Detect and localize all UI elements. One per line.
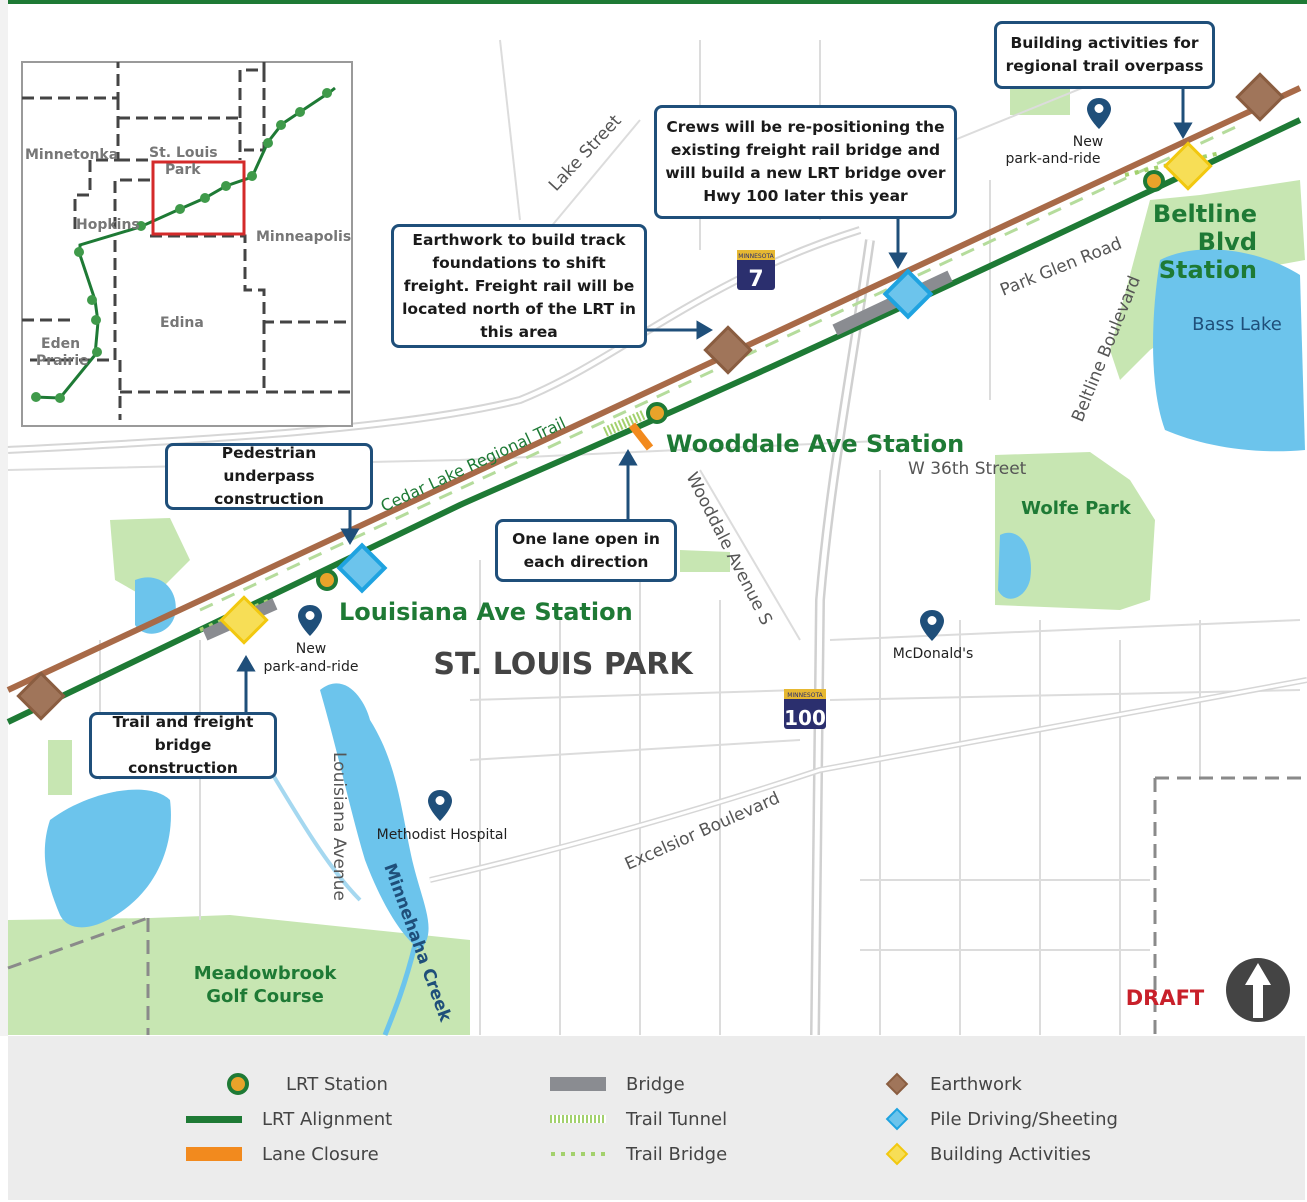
beltline-station-label-3: Station	[1159, 256, 1257, 284]
svg-text:100: 100	[784, 706, 826, 730]
bass-lake-label: Bass Lake	[1192, 314, 1282, 335]
callout-ped-underpass: Pedestrian underpass construction	[165, 443, 373, 510]
city-label: ST. LOUIS PARK	[433, 647, 694, 682]
trail-bridge-dots	[548, 1142, 608, 1166]
legend-label: LRT Station	[286, 1073, 388, 1095]
earthwork-diamond-icon	[703, 325, 753, 375]
legend-item-building-activities: Building Activities	[878, 1142, 1091, 1166]
callout-arrows	[236, 86, 1193, 714]
trail-bridge-beltline	[1124, 151, 1221, 177]
callout-earthwork: Earthwork to build track foundations to …	[391, 224, 647, 348]
draft-label: DRAFT	[1126, 986, 1205, 1010]
louisiana-ave-label: Louisiana Avenue	[329, 752, 349, 901]
building-activities-diamond-icon	[219, 595, 269, 645]
beltline-station-label-1: Beltline	[1153, 200, 1257, 228]
map-pin-icon	[1087, 98, 1111, 129]
map-pin-icon	[298, 605, 322, 636]
park-areas	[8, 60, 1305, 1035]
legend-label: Bridge	[626, 1073, 685, 1095]
lane-closure-bar	[184, 1142, 244, 1166]
legend-label: Pile Driving/Sheeting	[930, 1108, 1118, 1130]
freight-rail-line	[6, 85, 1302, 693]
hwy-100-shield-icon: MINNESOTA 100	[784, 689, 826, 730]
park-ride-label-sw-1: New	[296, 641, 327, 657]
inset-eden-prairie-label-1: Eden	[41, 336, 80, 352]
park-ride-label-ne-1: New	[1073, 134, 1104, 150]
wooddale-station-label: Wooddale Ave Station	[666, 430, 964, 458]
building-activities-diamond-icon	[1163, 141, 1213, 191]
louisiana-station-label: Louisiana Ave Station	[339, 598, 633, 626]
legend-item-trail-tunnel: Trail Tunnel	[548, 1107, 727, 1131]
beltline-station-label-2: Blvd	[1198, 228, 1257, 256]
legend-label: Building Activities	[930, 1143, 1091, 1165]
meadowbrook-label-1: Meadowbrook	[194, 963, 338, 984]
w36th-label: W 36th Street	[908, 459, 1027, 479]
wolfe-park-pond	[998, 532, 1031, 599]
trail-tunnel-wooddale	[602, 409, 648, 437]
legend-item-lane-closure: Lane Closure	[184, 1142, 379, 1166]
legend-item-lrt-station: LRT Station	[208, 1072, 388, 1096]
svg-text:MINNESOTA: MINNESOTA	[787, 692, 823, 699]
bridge-bar	[548, 1072, 608, 1096]
pile-driving-diamond-icon	[336, 542, 388, 594]
legend-item-lrt-alignment: LRT Alignment	[184, 1107, 392, 1131]
inset-eden-prairie-label-2: Prairie	[36, 353, 89, 369]
lrt-station-icon	[316, 569, 338, 591]
pile-driving-diamond-icon	[878, 1107, 916, 1131]
earthwork-diamond-icon	[878, 1072, 916, 1096]
earthwork-diamond-icon	[16, 671, 66, 721]
pond-southwest	[44, 789, 171, 928]
svg-text:MINNESOTA: MINNESOTA	[738, 253, 774, 260]
water-bodies	[44, 249, 1305, 950]
legend-label: Earthwork	[930, 1073, 1022, 1095]
park-ride-label-ne-2: park-and-ride	[1006, 151, 1101, 167]
lrt-station-icon	[646, 402, 668, 424]
creek-lake	[320, 683, 429, 950]
legend-label: Lane Closure	[262, 1143, 379, 1165]
meadowbrook-label-2: Golf Course	[206, 986, 324, 1007]
minnehaha-creek	[382, 944, 418, 1036]
inset-edina-label: Edina	[160, 315, 204, 331]
stream	[268, 768, 362, 902]
legend-label: LRT Alignment	[262, 1108, 393, 1130]
hwy-7-shield-icon: MINNESOTA 7	[737, 250, 775, 292]
building-activities-diamond-icon	[878, 1142, 916, 1166]
lrt-alignment	[6, 117, 1302, 725]
legend-label: Trail Tunnel	[626, 1108, 728, 1130]
lrt-station-icon	[208, 1072, 268, 1096]
bass-lake	[1153, 249, 1305, 452]
legend-item-trail-bridge: Trail Bridge	[548, 1142, 727, 1166]
inset-minneapolis-label: Minneapolis	[256, 229, 351, 245]
legend-item-earthwork: Earthwork	[878, 1072, 1022, 1096]
lrt-alignment-line	[184, 1107, 244, 1131]
methodist-label: Methodist Hospital	[377, 827, 508, 843]
legend: LRT Station LRT Alignment Lane Closure B…	[8, 1036, 1305, 1200]
inset-map: Minnetonka St. Louis Park Hopkins Minnea…	[21, 61, 353, 427]
north-arrow-icon	[1226, 958, 1290, 1022]
callout-trail-freight-bridge: Trail and freight bridge construction	[89, 712, 277, 779]
trail-tunnel-bar	[548, 1107, 608, 1131]
inset-st-louis-park-label-2: Park	[165, 162, 201, 178]
map-pin-icon	[920, 610, 944, 641]
callout-freight-bridge: Crews will be re-positioning the existin…	[654, 105, 957, 219]
callout-regional-trail-overpass: Building activities for regional trail o…	[994, 21, 1215, 89]
inset-minnetonka-label: Minnetonka	[25, 147, 118, 163]
legend-item-bridge: Bridge	[548, 1072, 685, 1096]
pile-driving-diamond-icon	[882, 268, 934, 320]
mcdonalds-label: McDonald's	[893, 646, 974, 662]
inset-st-louis-park-label-1: St. Louis	[149, 145, 218, 161]
inset-hopkins-label: Hopkins	[76, 217, 140, 233]
legend-item-pile-driving: Pile Driving/Sheeting	[878, 1107, 1118, 1131]
svg-text:7: 7	[748, 267, 763, 292]
callout-one-lane: One lane open in each direction	[495, 519, 677, 582]
map-pin-icon	[428, 790, 452, 821]
lane-closure-wooddale	[628, 422, 654, 451]
legend-label: Trail Bridge	[626, 1143, 728, 1165]
city-boundary	[7, 776, 1307, 1035]
earthwork-diamond-icon	[1235, 72, 1285, 122]
wolfe-park-label: Wolfe Park	[1021, 498, 1132, 519]
lrt-station-icon	[1143, 170, 1165, 192]
park-ride-label-sw-2: park-and-ride	[264, 659, 359, 675]
